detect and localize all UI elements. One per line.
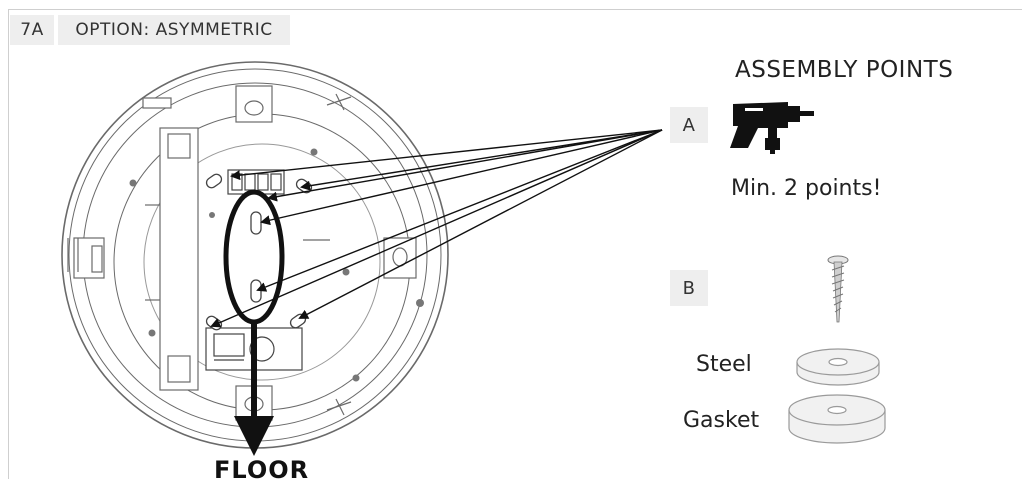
gasket-washer-icon [788, 394, 886, 444]
clip-marks [67, 93, 352, 416]
frame-top-border [8, 9, 1022, 10]
screw-icon [827, 255, 849, 323]
assembly-point-leaders [210, 129, 663, 328]
step-number: 7A [10, 15, 54, 45]
drill-icon [730, 102, 814, 154]
min-points-note: Min. 2 points! [731, 176, 882, 201]
steel-washer-icon [796, 348, 880, 386]
driver-housing [145, 127, 199, 391]
option-title: OPTION: ASYMMETRIC [58, 15, 290, 45]
frame-left-border [8, 9, 9, 479]
label-a: A [670, 107, 708, 143]
gasket-label: Gasket [683, 408, 760, 433]
floor-direction-arrow [234, 322, 274, 456]
steel-label: Steel [696, 352, 752, 377]
mounting-slots [205, 173, 313, 331]
floor-label: FLOOR [214, 456, 310, 484]
assembly-points-title: ASSEMBLY POINTS [735, 57, 954, 83]
screw-dots [129, 148, 424, 382]
label-b: B [670, 270, 708, 306]
asymmetric-slot-highlight [223, 189, 285, 325]
